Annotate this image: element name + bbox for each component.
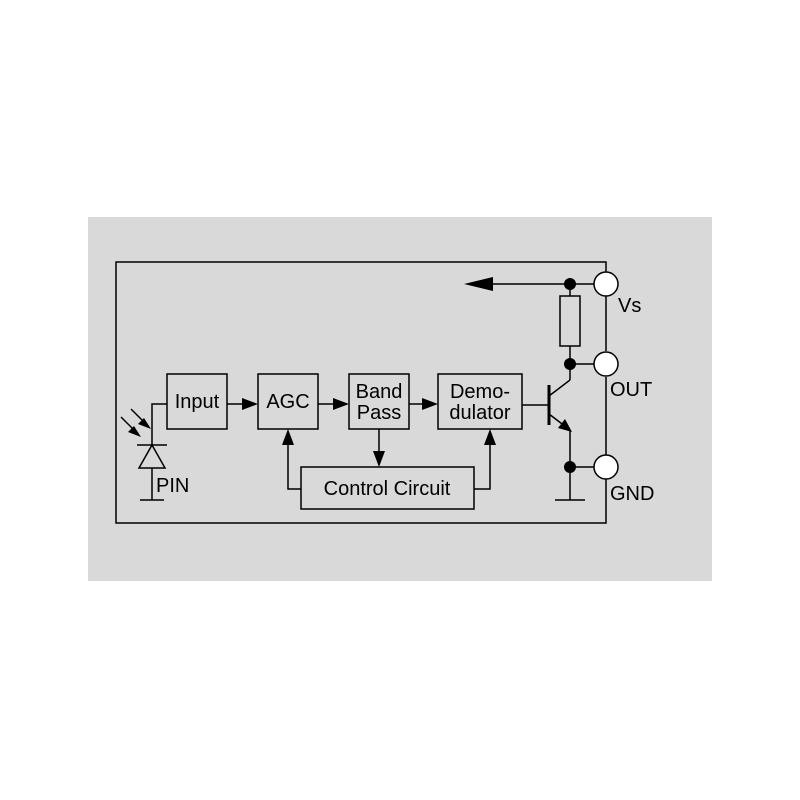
label-pin: PIN [156,475,189,497]
resistor-icon [559,295,581,347]
agc-block [257,373,319,430]
input-block-label: Input [175,391,220,413]
signal-arrow-agc-bandpass [318,398,349,410]
signal-arrow-bandpass-demod [409,398,438,410]
demodulator-label-line2: dulator [449,402,510,424]
control-circuit-label: Control Circuit [324,478,451,500]
band-pass-label-line1: Band [356,381,403,403]
junction-dot-out [564,358,576,370]
input-block [166,373,228,430]
junction-dot-vs [564,278,576,290]
vs-arrow-icon [464,277,493,291]
junction-dot-gnd [564,461,576,473]
terminal-icon-out [593,351,619,377]
signal-arrow-input-agc [227,398,258,410]
label-gnd: GND [610,483,654,505]
arrow-control-to-agc [282,429,301,490]
npn-transistor-icon [522,364,572,467]
label-vs: Vs [618,295,641,317]
arrow-control-to-demod [474,429,496,490]
label-out: OUT [610,379,652,401]
demodulator-label-line1: Demo- [450,381,510,403]
arrow-bandpass-to-control [373,429,385,467]
enclosure-outline [115,261,607,524]
band-pass-label-line2: Pass [357,402,401,424]
demodulator-block [437,373,523,430]
terminal-icon-vs [593,271,619,297]
control-circuit-block [300,466,475,510]
terminal-icon-gnd [593,454,619,480]
band-pass-block [348,373,410,430]
photodiode-icon [120,403,167,501]
agc-block-label: AGC [266,391,309,413]
